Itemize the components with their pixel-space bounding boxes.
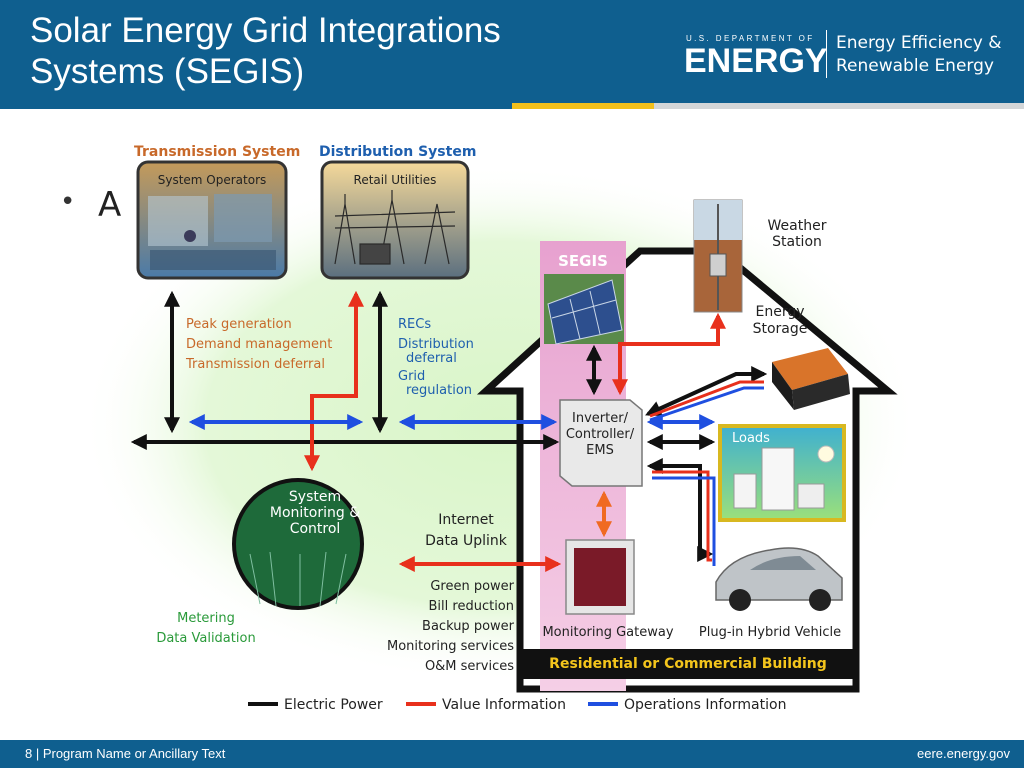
server-racks-image: [249, 551, 347, 607]
hybrid-vehicle-label: Plug-in Hybrid Vehicle: [699, 625, 841, 640]
footer-bar: 8 | Program Name or Ancillary Text eere.…: [0, 740, 1024, 768]
bullet-dot: •: [60, 187, 75, 217]
service-4: Monitoring services: [387, 639, 514, 654]
system-operators-box: [136, 160, 288, 280]
slide-title-line2: Systems (SEGIS): [30, 52, 305, 91]
inverter-vehicle-arrow: [646, 458, 714, 562]
office-name: Energy Efficiency & Renewable Energy: [836, 32, 1001, 78]
logo-divider: [826, 30, 827, 78]
retail-utilities-label: Retail Utilities: [354, 173, 437, 187]
energy-storage-line2: Storage: [753, 321, 808, 337]
footer-right-text: eere.energy.gov: [917, 746, 1010, 761]
vehicle-operations-line: [652, 476, 716, 566]
system-operators-label: System Operators: [158, 173, 267, 187]
monitoring-control-circle: [232, 478, 364, 610]
legend-operations-label: Operations Information: [624, 697, 786, 713]
transmission-benefit-3: Transmission deferral: [185, 357, 325, 372]
monitoring-line3: Control: [290, 521, 341, 537]
office-name-line1: Energy Efficiency &: [836, 33, 1002, 53]
distribution-benefit-4: Grid: [398, 369, 425, 384]
service-3: Backup power: [422, 619, 515, 634]
header-stripe-yellow: [512, 103, 654, 109]
header-stripe-blue: [0, 103, 512, 109]
monitoring-line2: Monitoring &: [270, 505, 360, 521]
control-room-image: [148, 194, 276, 270]
gateway-panel: [574, 548, 626, 606]
footer-left-text: 8 | Program Name or Ancillary Text: [25, 746, 226, 761]
distribution-benefit-5: regulation: [406, 383, 472, 398]
battery-icon: [772, 348, 850, 410]
doe-logo-big: ENERGY: [684, 42, 828, 80]
vehicle-value-line: [652, 470, 712, 562]
inverter-storage-arrow: [645, 366, 768, 416]
inverter-line2: Controller/: [566, 427, 635, 442]
storage-operations-line: [649, 386, 764, 422]
header-bar: [0, 0, 1024, 104]
storage-value-line: [649, 380, 764, 418]
doe-logo-small: U.S. DEPARTMENT OF: [686, 34, 815, 43]
monitoring-line1: System: [289, 489, 341, 505]
service-1: Green power: [430, 579, 514, 594]
monitoring-gateway-label: Monitoring Gateway: [542, 625, 673, 640]
inverter-line3: EMS: [586, 443, 614, 458]
service-2: Bill reduction: [429, 599, 514, 614]
legend-value-label: Value Information: [442, 697, 566, 713]
distribution-heading: Distribution System: [319, 144, 476, 160]
building-label: Residential or Commercial Building: [549, 656, 827, 672]
inverter-line1: Inverter/: [572, 411, 629, 426]
header-stripe-gray: [654, 103, 1024, 109]
segis-label: SEGIS: [558, 252, 608, 270]
appliances-image: [733, 445, 835, 511]
slide-title: Solar Energy Grid Integrations Systems (…: [30, 10, 501, 92]
building-label-bar: [520, 649, 856, 679]
office-name-line2: Renewable Energy: [836, 56, 994, 76]
distribution-benefit-1: RECs: [398, 317, 431, 332]
weather-station-line1: Weather: [768, 218, 827, 234]
inverter-weather-arrow: [612, 312, 726, 396]
service-5: O&M services: [425, 659, 514, 674]
metering-line2: Data Validation: [156, 631, 255, 646]
solar-panel-image: [544, 274, 624, 345]
loads-label: Loads: [732, 431, 770, 446]
slide-title-line1: Solar Energy Grid Integrations: [30, 11, 501, 50]
retail-utilities-box: [320, 160, 470, 280]
legend-electric-label: Electric Power: [284, 697, 383, 713]
inverter-box: [559, 399, 643, 487]
metering-line1: Metering: [177, 611, 235, 626]
energy-storage-line1: Energy: [755, 304, 804, 320]
segis-diagram: • A SEGIS Transmission System Distributi…: [60, 144, 920, 713]
distribution-benefit-2: Distribution: [398, 337, 474, 352]
hybrid-vehicle-image: [715, 547, 843, 611]
bullet-text: A: [98, 185, 121, 225]
internet-line1: Internet: [438, 512, 494, 528]
weather-station-line2: Station: [772, 234, 822, 250]
distribution-benefit-3: deferral: [406, 351, 457, 366]
transmission-benefit-1: Peak generation: [186, 317, 292, 332]
transmission-heading: Transmission System: [134, 144, 300, 160]
substation-image: [334, 190, 456, 265]
internet-line2: Data Uplink: [425, 533, 508, 549]
utility-monitoring-arrow: [304, 290, 364, 472]
transmission-benefit-2: Demand management: [186, 337, 332, 352]
